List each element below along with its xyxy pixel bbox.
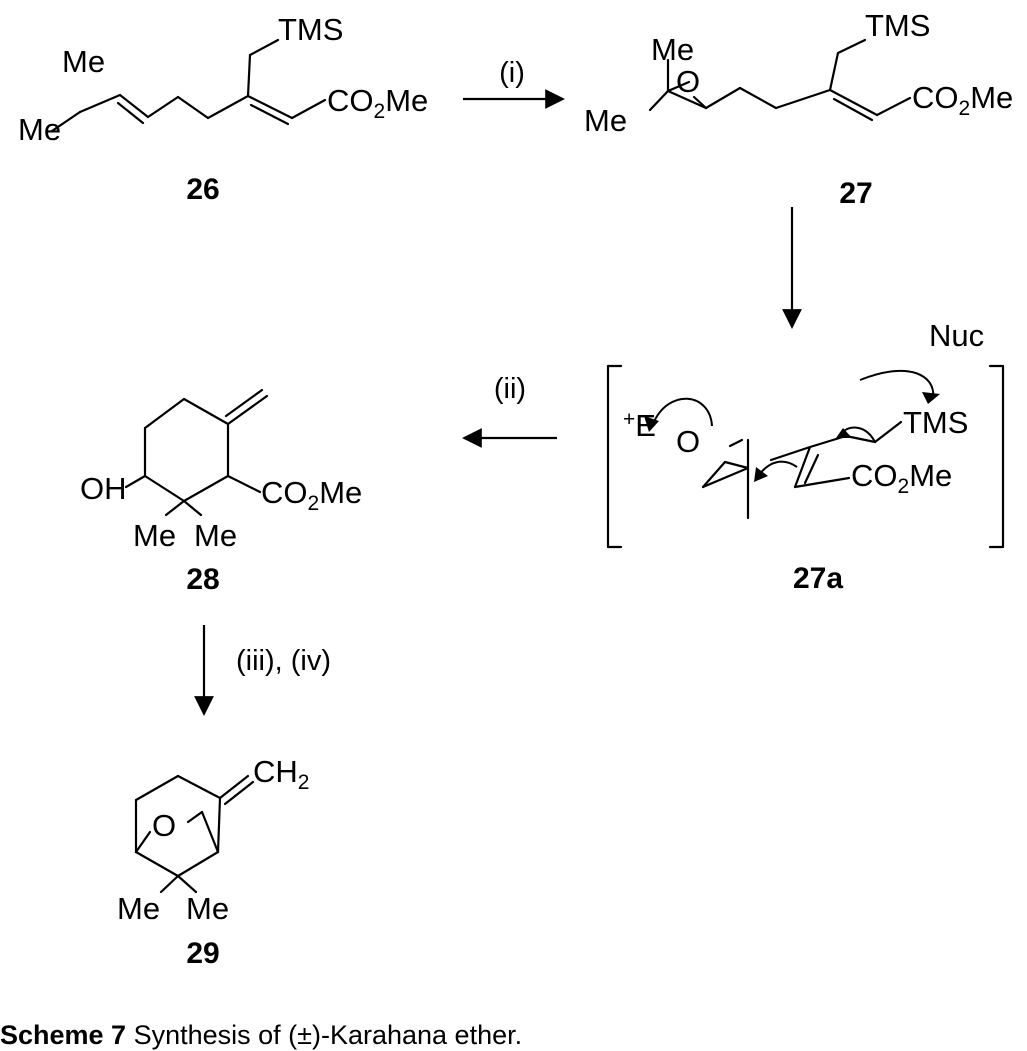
methylene-label: CH2 bbox=[253, 754, 309, 794]
methyl-label: Me bbox=[62, 44, 105, 79]
hydroxyl-label: OH bbox=[80, 471, 127, 506]
curly-arrow bbox=[652, 397, 713, 427]
curly-arrow-head bbox=[644, 416, 659, 432]
intermediate-27a-structure: +E O Nuc TMS CO2Me bbox=[606, 318, 1005, 549]
epoxide-oxygen-label: O bbox=[676, 64, 700, 99]
methyl-label: Me bbox=[651, 32, 694, 67]
compound-27-structure: Me Me O TMS CO2Me bbox=[584, 8, 1013, 138]
ester-label: CO2Me bbox=[912, 80, 1013, 120]
caption-label: Scheme 7 bbox=[0, 1020, 127, 1050]
condition-ii: (ii) bbox=[494, 373, 526, 405]
compound-number-28: 28 bbox=[186, 563, 219, 596]
epoxide-oxygen-label: O bbox=[676, 424, 700, 459]
ester-label: CO2Me bbox=[851, 458, 952, 498]
condition-i: (i) bbox=[499, 57, 525, 89]
compound-number-29: 29 bbox=[186, 937, 219, 970]
curly-arrow-head bbox=[754, 467, 768, 482]
methyl-label: Me bbox=[584, 103, 627, 138]
methyl-label: Me bbox=[117, 891, 160, 926]
methyl-label: Me bbox=[194, 518, 237, 553]
ester-label: CO2Me bbox=[261, 475, 362, 515]
methyl-label: Me bbox=[133, 518, 176, 553]
tms-label: TMS bbox=[278, 12, 343, 47]
caption-text: Synthesis of (±)-Karahana ether. bbox=[133, 1020, 523, 1050]
compound-number-26: 26 bbox=[186, 173, 219, 206]
curly-arrow-head bbox=[836, 428, 852, 438]
nucleophile-label: Nuc bbox=[929, 318, 984, 353]
nucleophile-arrow bbox=[859, 370, 935, 399]
tms-label: TMS bbox=[903, 405, 968, 440]
methyl-label: Me bbox=[186, 891, 229, 926]
ether-oxygen-label: O bbox=[152, 808, 176, 843]
condition-iii-iv: (iii), (iv) bbox=[236, 645, 331, 677]
electrophile-label: +E bbox=[623, 408, 656, 443]
methyl-label: Me bbox=[18, 112, 61, 147]
compound-number-27: 27 bbox=[839, 177, 872, 210]
compound-29-structure: O CH2 Me Me bbox=[117, 754, 309, 926]
scheme-caption: Scheme 7 Synthesis of (±)-Karahana ether… bbox=[0, 1020, 522, 1051]
nucleophile-arrow-head bbox=[922, 392, 940, 404]
compound-26-structure: Me Me TMS CO2Me bbox=[18, 12, 428, 147]
compound-28-structure: OH CO2Me Me Me bbox=[80, 388, 362, 553]
compound-number-27a: 27a bbox=[793, 562, 843, 595]
tms-label: TMS bbox=[865, 8, 930, 43]
ester-label: CO2Me bbox=[327, 83, 428, 123]
